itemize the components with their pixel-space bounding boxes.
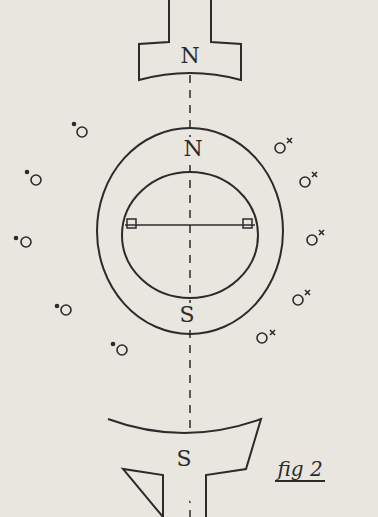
pole-letter: N [181,137,204,161]
pole-letter: S [174,447,193,471]
pole-piece: S [106,415,263,517]
pole-letter: N [178,44,201,68]
node-outline [137,0,243,82]
cross-conductors [257,138,324,343]
pole-piece: N [137,0,243,82]
coil-ring: NS [95,125,285,337]
pole-letter: S [177,303,196,327]
figure-label: fig 2 [275,458,324,482]
dot-conductors [15,123,128,356]
